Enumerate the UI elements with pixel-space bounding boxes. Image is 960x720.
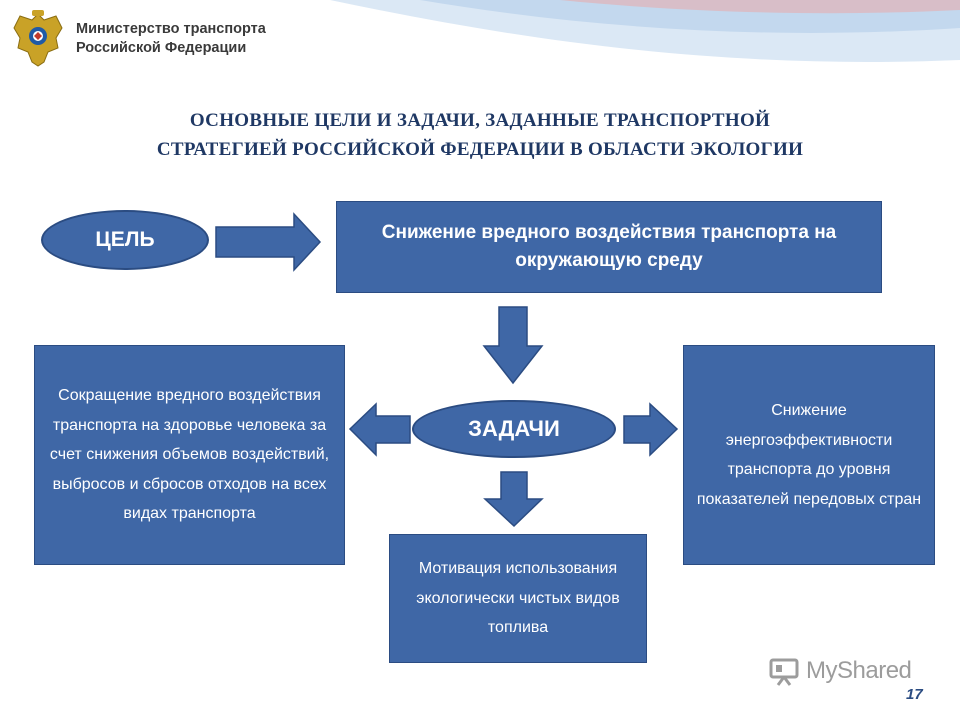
task-left-box: Сокращение вредного воздействия транспор… <box>34 345 345 565</box>
title-line-1: ОСНОВНЫЕ ЦЕЛИ И ЗАДАЧИ, ЗАДАННЫЕ ТРАНСПО… <box>189 110 771 131</box>
tasks-oval: ЗАДАЧИ <box>412 400 616 458</box>
task-bottom-box: Мотивация использования экологически чис… <box>389 534 647 663</box>
goal-box: Снижение вредного воздействия транспорта… <box>336 201 882 293</box>
org-name: Министерство транспорта Российской Федер… <box>76 21 266 56</box>
task-right-box: Снижение энергоэффективности транспорта … <box>683 345 935 565</box>
page-title: ОСНОВНЫЕ ЦЕЛИ И ЗАДАЧИ, ЗАДАННЫЕ ТРАНСПО… <box>0 106 960 164</box>
header: Министерство транспорта Российской Федер… <box>10 8 266 70</box>
arrow-right-task <box>623 402 679 457</box>
header-swoosh <box>330 0 960 62</box>
title-line-2: СТРАТЕГИЕЙ РОССИЙСКОЙ ФЕДЕРАЦИИ В ОБЛАСТ… <box>156 139 804 160</box>
arrow-right-goal <box>215 212 322 272</box>
page-number: 17 <box>906 686 923 703</box>
arrow-down-goal-to-tasks <box>482 306 544 385</box>
arrow-left-task <box>348 402 411 457</box>
goal-oval: ЦЕЛЬ <box>41 210 209 270</box>
projector-icon <box>769 658 799 686</box>
coat-of-arms-icon <box>13 10 63 67</box>
watermark-text: MyShared <box>806 657 912 684</box>
arrow-down-task <box>483 471 544 528</box>
watermark: MyShared <box>768 656 912 686</box>
